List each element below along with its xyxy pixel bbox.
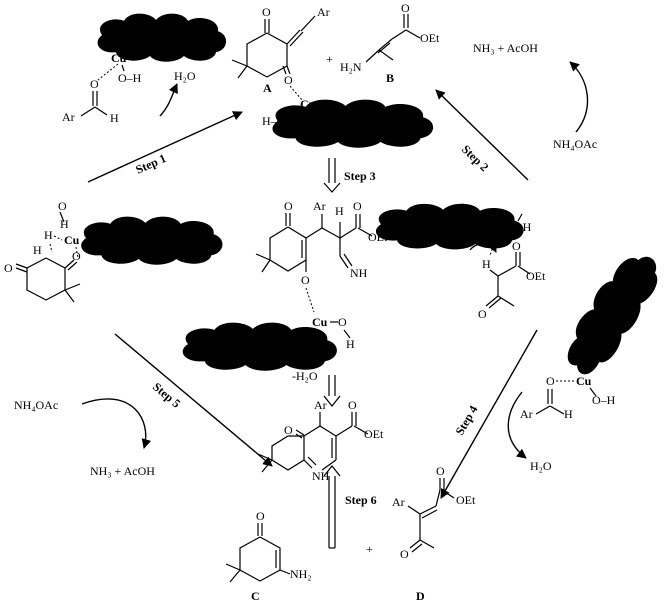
atom-label-o: O [262, 5, 271, 19]
step4-arrow [440, 329, 538, 499]
step1-label: Step 1 [134, 151, 169, 177]
atom-label-o: O [4, 261, 13, 275]
atom-label-C: C [251, 589, 260, 603]
atom-label-h: H [44, 228, 53, 242]
plus-sign: + [326, 52, 333, 66]
atom-label-o: O [256, 509, 265, 523]
atom-label-ho: H–O [262, 114, 286, 128]
atom-label-oet: OEt [420, 31, 440, 45]
step3-label: Step 3 [344, 169, 376, 183]
catalyst-label: MSN/C₃N₄/CNH [114, 235, 190, 247]
cu-aldehyde-complex-right: Cu O–H O Ar H [520, 374, 616, 421]
atom-label-cu: Cu [111, 51, 127, 65]
dehydration-label: -H₂O [292, 369, 318, 383]
ammonium-acetate: NH₄OAc [553, 137, 597, 151]
atom-label-h: H [482, 257, 491, 271]
atom-label-o: O [353, 199, 362, 213]
catalyst-label: MSN/C₃N₄/CNH [124, 32, 200, 44]
atom-label-cu: Cu [494, 220, 510, 234]
step2-label: Step 2 [459, 142, 492, 174]
atom-label-h: H [60, 217, 69, 231]
atom-label-A: A [263, 81, 272, 95]
atom-label-h: H [33, 243, 42, 257]
atom-label-h: H [110, 111, 119, 125]
atom-label-nh2: NH₂ [290, 567, 312, 581]
ammonia-acetic-acid-step5: NH₃ + AcOH [90, 464, 155, 478]
atom-label-oet: OEt [526, 269, 546, 283]
atom-label-ar: Ar [520, 407, 533, 421]
compound-B: O OEt H₂N B [340, 1, 440, 85]
hexahydroquinoline-product: O Ar NH O OEt [257, 398, 384, 483]
atom-label-nh: NH [312, 469, 330, 483]
atom-label-o: O [284, 199, 293, 213]
catalyst-label: MSN/C₃N₄/CNH [412, 221, 488, 233]
atom-label-o: O [90, 77, 99, 91]
step3-arrow [323, 158, 341, 193]
atom-label-o: O [301, 273, 310, 287]
atom-label-ar: Ar [314, 398, 327, 412]
atom-label-ar: Ar [313, 199, 326, 213]
atom-label-o: O [436, 464, 445, 478]
atom-label-h: H [346, 337, 355, 351]
atom-label-o: O [400, 547, 409, 561]
step6-arrow [323, 465, 341, 549]
catalyst-label: MSN/C₃N₄/CNH [222, 341, 298, 353]
atom-label-oh: O–H [508, 220, 532, 234]
atom-label-cu: Cu [312, 315, 328, 329]
atom-label-nh: NH [350, 266, 368, 280]
atom-label-o: O [546, 374, 555, 388]
step4-label: Step 4 [452, 403, 480, 437]
atom-label-o: O [478, 307, 487, 321]
atom-label-ar: Ar [392, 495, 405, 509]
atom-label-B: B [386, 71, 394, 85]
step1-arrow [87, 111, 243, 183]
atom-label-ar: Ar [317, 5, 330, 19]
atom-label-oet: OEt [456, 493, 476, 507]
dimedone-cu-complex: O H Cu H H O O [4, 199, 81, 303]
compound-A: O Ar O A Cu H–O [231, 5, 330, 128]
atom-label-o: O [512, 239, 521, 253]
water-product-step4: H₂O [530, 459, 552, 473]
atom-label-o: O [58, 199, 67, 213]
atom-label-ar: Ar [62, 110, 75, 124]
atom-label-D: D [416, 589, 425, 603]
atom-label-oet: OEt [368, 230, 388, 244]
water-product: H₂O [174, 69, 196, 83]
plus-sign-bottom: + [366, 542, 373, 556]
atom-label-cu: Cu [64, 233, 80, 247]
atom-label-o: O [401, 1, 410, 15]
atom-label-o: O [72, 249, 81, 263]
step2-arrow [435, 89, 529, 181]
atom-label-h2n: H₂N [340, 60, 362, 74]
step6-label: Step 6 [345, 493, 377, 507]
step5-label: Step 5 [150, 380, 183, 411]
atom-label-oet: OEt [364, 427, 384, 441]
atom-label-cu: Cu [576, 374, 592, 388]
catalyst-label: MSN/C₃N₄/CNH [315, 118, 391, 130]
atom-label-oh: O–H [118, 71, 142, 85]
atom-label-cu: Cu [300, 97, 316, 111]
cu-ethyl-acetoacetate-complex: Cu O–H H O OEt O [469, 213, 546, 321]
compound-D: Ar O OEt O D [392, 464, 476, 603]
atom-label-o: O [284, 423, 293, 437]
ammonia-acetic-acid: NH₃ + AcOH [473, 41, 538, 55]
ammonium-acetate-step5: NH₄OAc [14, 398, 58, 412]
cu-aldehyde-complex-top-left: Cu O–H O Ar H [62, 51, 142, 125]
adduct-intermediate: O Ar H O OEt NH O Cu O H [255, 199, 388, 351]
atom-label-o: O [284, 73, 293, 87]
atom-label-oh: O–H [592, 393, 616, 407]
atom-label-o: O [338, 315, 347, 329]
step5-arrow [114, 333, 273, 467]
atom-label-h: H [335, 204, 344, 218]
compound-C: O NH₂ C [225, 509, 312, 603]
atom-label-o: O [348, 398, 357, 412]
dehydration-arrow [323, 375, 341, 407]
atom-label-h: H [564, 407, 573, 421]
